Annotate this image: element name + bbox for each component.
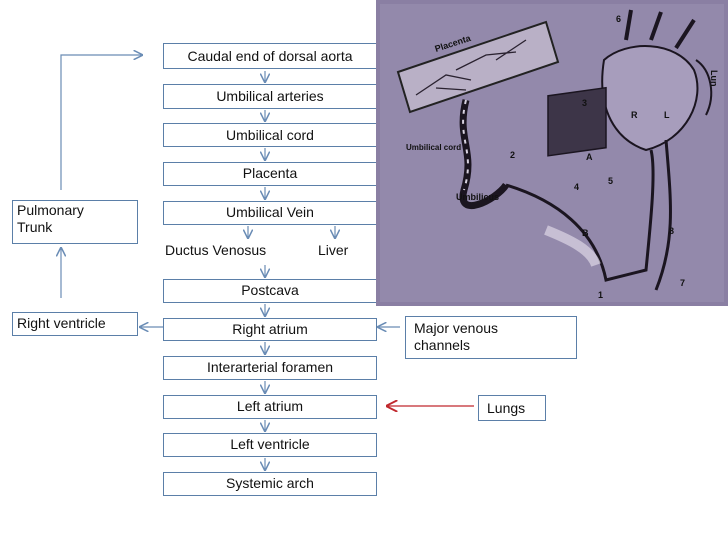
arrow-pulmonary-aorta [60,55,142,190]
label-caudal-aorta: Caudal end of dorsal aorta [187,48,353,64]
box-right-ventricle: Right ventricle [12,312,138,336]
illus-label-r: R [631,110,638,120]
label-pulmonary-trunk: Pulmonary Trunk [17,202,84,235]
box-caudal-aorta: Caudal end of dorsal aorta [163,43,377,69]
illus-label-4: 4 [574,182,579,192]
box-left-atrium: Left atrium [163,395,377,419]
box-interarterial-foramen: Interarterial foramen [163,356,377,380]
illus-label-2: 2 [510,150,515,160]
illus-label-7: 7 [680,278,685,288]
illus-label-a: A [586,152,593,162]
fetal-circulation-illustration: Placenta Umbilical cord Umbilicus Lun R … [376,0,728,306]
illus-label-6: 6 [616,14,621,24]
illus-label-umbilicus: Umbilicus [456,192,499,202]
label-umbilical-arteries: Umbilical arteries [216,88,324,104]
label-postcava: Postcava [241,282,299,298]
box-lungs: Lungs [478,395,546,421]
illus-label-lung: Lun [709,70,719,87]
label-systemic-arch: Systemic arch [226,475,314,491]
illus-label-umbilical-cord: Umbilical cord [406,143,461,152]
illus-label-5: 5 [608,176,613,186]
box-systemic-arch: Systemic arch [163,472,377,496]
label-umbilical-cord: Umbilical cord [226,127,314,143]
box-pulmonary-trunk: Pulmonary Trunk [12,200,138,244]
aorta-drawing [654,139,672,291]
postcava-drawing [505,149,655,282]
label-ductus-venosus: Ductus Venosus [165,242,267,258]
label-right-ventricle: Right ventricle [17,315,106,331]
placenta-drawing [396,20,560,114]
box-postcava: Postcava [163,279,377,303]
label-major-venous-channels: Major venous channels [414,320,499,353]
illus-label-8: 8 [669,226,674,236]
box-right-atrium: Right atrium [163,318,377,341]
label-umbilical-vein: Umbilical Vein [226,204,314,220]
box-umbilical-cord: Umbilical cord [163,123,377,147]
box-umbilical-vein: Umbilical Vein [163,201,377,225]
illus-label-1: 1 [598,290,603,300]
box-umbilical-arteries: Umbilical arteries [163,84,377,109]
box-left-ventricle: Left ventricle [163,433,377,457]
label-lungs: Lungs [487,400,526,416]
label-liver: Liver [318,242,349,258]
illus-label-l: L [664,110,670,120]
illus-label-3: 3 [582,98,587,108]
label-left-ventricle: Left ventricle [230,436,310,452]
label-right-atrium: Right atrium [232,321,308,337]
label-left-atrium: Left atrium [236,398,304,414]
box-major-venous-channels: Major venous channels [405,316,577,359]
liver-drawing [547,86,607,157]
label-interarterial-foramen: Interarterial foramen [206,359,334,375]
label-placenta: Placenta [242,165,298,181]
illus-label-b: B [582,228,589,238]
box-placenta: Placenta [163,162,377,186]
heart-drawing [601,9,713,152]
